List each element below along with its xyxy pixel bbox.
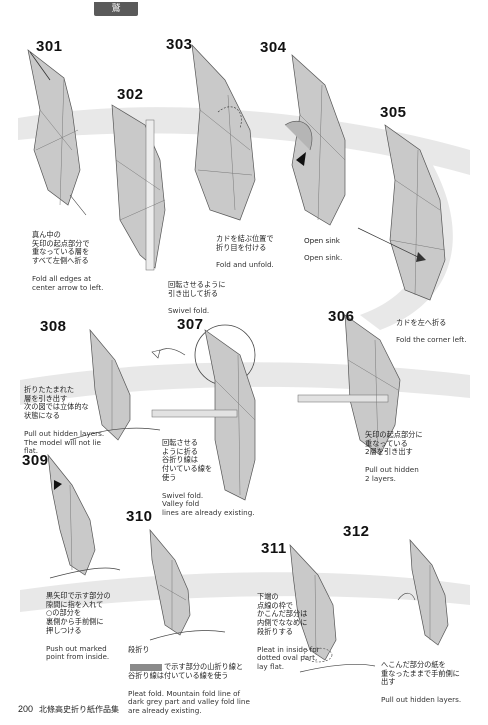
step-number-302: 302 [117,86,144,103]
caption-305: カドを左へ折る Fold the corner left. [396,310,486,354]
step-number-309: 309 [22,452,49,469]
caption-310-en: Pleat fold. Mountain fold line of dark g… [128,688,250,716]
caption-301-jp: 真ん中の 矢印の起点部分で 重なっている層を すべて左側へ折る [32,229,90,266]
caption-312: へこんだ部分の紙を 重なったままで手前側に 出す Pull out hidden… [381,652,486,714]
caption-309: 黒矢印で示す部分の 隙間に指を入れて ○の部分を 裏側から手前側に 押しつける … [46,583,146,671]
figure-310 [149,528,226,641]
page-number: 200 [18,704,34,714]
step-number-311: 311 [261,540,287,557]
caption-310-jp: 段折り で示す部分の山折り線と 谷折り線は付いている線を使う [128,637,278,681]
figure-308 [69,328,161,441]
step-number-305: 305 [380,104,407,121]
figure-302 [111,104,166,271]
caption-307-en: Swivel fold. Valley fold lines are alrea… [162,490,255,518]
caption-303-jp: カドを結ぶ位置で 折り目を付ける [216,233,274,252]
caption-308-jp: 折りたたまれた 層を引き出す 次の図では立体的な 状態になる [24,384,89,421]
caption-304-en: Open sink. [304,253,343,263]
caption-302: 回転させるように 引き出して折る Swivel fold. [168,272,278,325]
caption-305-en: Fold the corner left. [396,335,467,345]
caption-311-jp: 下端の 点線の枠で かこんだ部分は 内側でななめに 段折りする [257,591,308,636]
section-tab: 鷲 [94,2,138,16]
caption-302-jp: 回転させるように 引き出して折る [168,279,226,298]
figure-307 [151,324,256,501]
caption-308-en: Pull out hidden layers. The model will n… [24,428,105,456]
caption-307-jp: 回転させる ように折る 谷折り線は 付いている線を 使う [162,437,213,482]
book-title: 北條高史折り紙作品集 [39,705,120,714]
caption-301-en: Fold all edges at center arrow to left. [32,273,104,292]
figure-309 [47,453,121,579]
caption-303-en: Fold and unfold. [216,260,274,270]
caption-308: 折りたたまれた 層を引き出す 次の図では立体的な 状態になる Pull out … [24,377,134,465]
figure-304 [284,54,346,226]
step-number-307: 307 [177,316,204,333]
figure-306 [297,314,401,456]
caption-310: 段折り で示す部分の山折り線と 谷折り線は付いている線を使う Pleat fol… [128,628,278,725]
caption-312-en: Pull out hidden layers. [381,694,462,704]
caption-304-jp: Open sink [304,235,340,245]
figure-301 [27,49,87,216]
caption-306-en: Pull out hidden 2 layers. [365,464,419,483]
caption-306: 矢印の起点部分に 重なっている 2層を引き出す Pull out hidden … [365,422,465,492]
figure-311 [289,544,376,673]
caption-307: 回転させる ように折る 谷折り線は 付いている線を 使う Swivel fold… [162,430,282,527]
caption-310-jp-pre: 段折り [128,644,150,654]
step-number-306: 306 [328,308,355,325]
caption-306-jp: 矢印の起点部分に 重なっている 2層を引き出す [365,429,423,457]
step-number-312: 312 [343,523,370,540]
figure-305 [357,124,446,301]
step-number-310: 310 [126,508,153,525]
caption-311: 下端の 点線の枠で かこんだ部分は 内側でななめに 段折りする Pleat in… [257,584,357,681]
caption-301: 真ん中の 矢印の起点部分で 重なっている層を すべて左側へ折る Fold all… [32,222,142,301]
caption-303: カドを結ぶ位置で 折り目を付ける Fold and unfold. [216,226,326,279]
caption-304: Open sink Open sink. [304,228,384,272]
background-swoosh [20,572,470,612]
caption-312-jp: へこんだ部分の紙を 重なったままで手前側に 出す [381,659,460,687]
dark-grey-swatch [130,663,162,671]
page-footer: 200 北條高史折り紙作品集 [18,704,119,715]
caption-311-en: Pleat in inside for dotted oval part, la… [257,644,320,672]
step-number-308: 308 [40,318,67,335]
caption-305-jp: カドを左へ折る [396,317,447,327]
caption-309-en: Push out marked point from inside. [46,643,110,662]
caption-309-jp: 黒矢印で示す部分の 隙間に指を入れて ○の部分を 裏側から手前側に 押しつける [46,590,111,635]
figure-303 [191,43,256,221]
step-number-303: 303 [166,36,193,53]
figure-312 [397,538,449,646]
step-number-301: 301 [36,38,63,55]
caption-310-jp-post: で示す部分の山折り線と 谷折り線は付いている線を使う [128,662,244,680]
caption-302-en: Swivel fold. [168,306,210,316]
step-number-304: 304 [260,39,287,56]
